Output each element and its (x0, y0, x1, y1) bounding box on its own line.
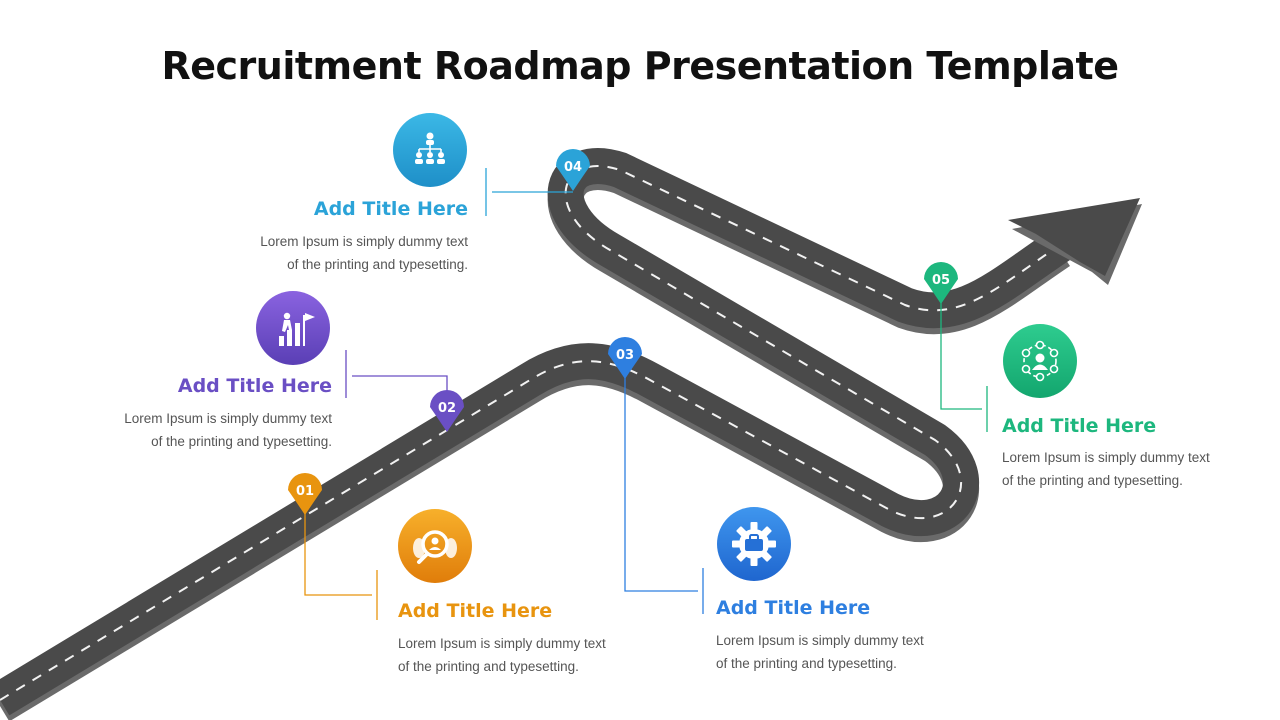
connector-03 (624, 370, 698, 592)
network-person-icon (1003, 324, 1077, 398)
step-02-desc-line-2: of the printing and typesetting. (151, 434, 332, 449)
career-stairs-flag-icon (256, 291, 330, 365)
step-04-description: Lorem Ipsum is simply dummy text of the … (168, 230, 468, 276)
marker-03-number: 03 (616, 348, 634, 363)
step-03-description: Lorem Ipsum is simply dummy text of the … (716, 629, 1016, 675)
gear-briefcase-icon (717, 507, 791, 581)
step-02-desc-line-1: Lorem Ipsum is simply dummy text (124, 411, 332, 426)
marker-01-number: 01 (296, 484, 314, 499)
connector-05 (940, 298, 982, 410)
step-02-description: Lorem Ipsum is simply dummy text of the … (32, 407, 332, 453)
marker-03: 03 (608, 337, 642, 379)
step-04-desc-line-1: Lorem Ipsum is simply dummy text (260, 234, 468, 249)
road-center-line (0, 165, 1061, 701)
step-01-desc-line-1: Lorem Ipsum is simply dummy text (398, 636, 606, 651)
step-04-title: Add Title Here (313, 198, 468, 220)
magnifier-person-icon (398, 509, 472, 583)
connector-lines (304, 168, 988, 620)
step-05-desc-line-1: Lorem Ipsum is simply dummy text (1002, 450, 1210, 465)
marker-05: 05 (924, 262, 958, 304)
step-04-desc-line-2: of the printing and typesetting. (287, 257, 468, 272)
step-03-desc-line-2: of the printing and typesetting. (716, 656, 897, 671)
marker-02-number: 02 (438, 401, 456, 416)
step-02-title: Add Title Here (177, 375, 332, 397)
road-arrow-head (1008, 198, 1140, 276)
step-05-description: Lorem Ipsum is simply dummy text of the … (1002, 446, 1262, 492)
connector-01 (304, 505, 372, 596)
step-01-title: Add Title Here (398, 600, 553, 622)
step-05-title: Add Title Here (1002, 415, 1157, 437)
step-05-desc-line-2: of the printing and typesetting. (1002, 473, 1183, 488)
page-title: Recruitment Roadmap Presentation Templat… (161, 44, 1119, 88)
marker-04-number: 04 (564, 160, 582, 175)
marker-01: 01 (288, 473, 322, 515)
marker-02: 02 (430, 390, 464, 432)
step-01-description: Lorem Ipsum is simply dummy text of the … (398, 632, 698, 678)
marker-05-number: 05 (932, 273, 950, 288)
step-01-desc-line-2: of the printing and typesetting. (398, 659, 579, 674)
step-03-desc-line-1: Lorem Ipsum is simply dummy text (716, 633, 924, 648)
org-chart-icon (393, 113, 467, 187)
marker-04: 04 (556, 149, 590, 191)
step-03-title: Add Title Here (716, 597, 871, 619)
